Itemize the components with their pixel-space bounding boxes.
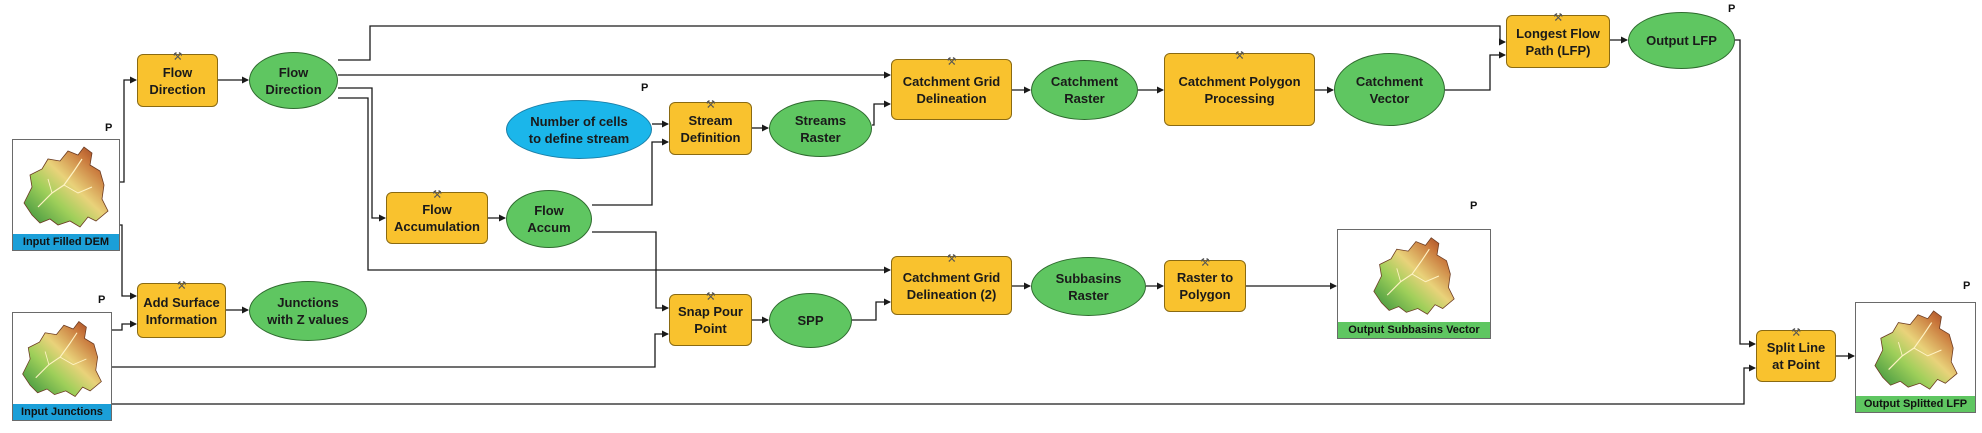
input-filled-dem[interactable]: Input Filled DEM (12, 139, 120, 251)
parameter-marker-icon: P (1728, 3, 1736, 15)
tool-snap-pour-point-label: Snap Pour Point (677, 304, 743, 336)
watershed-dem-icon (13, 313, 111, 404)
watershed-dem-icon (1856, 303, 1975, 396)
tool-raster-to-polygon[interactable]: ⚒ Raster to Polygon (1164, 257, 1246, 312)
parameter-marker-icon: P (1963, 280, 1971, 292)
input-filled-dem-label: Input Filled DEM (13, 234, 119, 250)
connector-flow-direction-to-lfp (338, 25, 1506, 61)
data-spp[interactable]: SPP (769, 293, 852, 348)
data-catchment-vector[interactable]: Catchment Vector (1334, 53, 1445, 126)
tool-flow-direction-label: Flow Direction (149, 64, 206, 97)
hammer-icon: ⚒ (176, 280, 187, 292)
tool-raster-to-polygon-label: Raster to Polygon (1176, 270, 1234, 302)
connector-dem-to-add-surface (120, 224, 137, 300)
connector-flow-accum-to-snap-pour-point (592, 231, 669, 312)
connector-dem-to-flow-direction (120, 76, 137, 183)
data-spp-label: SPP (797, 313, 824, 328)
connector-output-lfp-to-split-line (1735, 39, 1756, 348)
hammer-icon: ⚒ (1234, 50, 1245, 62)
data-catchment-raster[interactable]: Catchment Raster (1031, 60, 1138, 120)
data-flow-accum[interactable]: Flow Accum (506, 190, 592, 248)
hammer-icon: ⚒ (705, 291, 716, 303)
watershed-dem-icon (1338, 230, 1490, 322)
connector-catchment-vector-to-lfp (1445, 51, 1506, 91)
tool-snap-pour-point[interactable]: ⚒ Snap Pour Point (669, 291, 752, 346)
hammer-icon: ⚒ (432, 189, 442, 201)
tool-flow-accumulation[interactable]: ⚒ Flow Accumulation (386, 189, 488, 244)
output-splitted-lfp[interactable]: Output Splitted LFP (1855, 302, 1976, 413)
watershed-dem-icon (13, 140, 119, 234)
tool-catchment-grid-delineation-label: Catchment Grid Delineation (902, 73, 1001, 106)
data-catchment-vector-label: Catchment Vector (1355, 73, 1424, 106)
tool-split-line-at-point-label: Split Line at Point (1766, 340, 1826, 372)
connector-flow-accum-to-stream-definition (592, 138, 669, 206)
input-junctions[interactable]: Input Junctions (12, 312, 112, 421)
hammer-icon: ⚒ (1553, 12, 1563, 24)
tool-add-surface-information[interactable]: ⚒ Add Surface Information (137, 280, 226, 338)
connector-junctions-to-snap-pour-point (112, 330, 669, 368)
input-number-of-cells[interactable]: Number of cells to define stream (506, 100, 652, 159)
data-streams-raster[interactable]: Streams Raster (769, 100, 872, 157)
hammer-icon: ⚒ (1791, 327, 1801, 339)
hammer-icon: ⚒ (705, 99, 716, 111)
tool-longest-flow-path-label: Longest Flow Path (LFP) (1516, 25, 1600, 58)
hammer-icon: ⚒ (172, 51, 183, 63)
connector-flow-direction-to-catchment-grid-2 (338, 97, 891, 274)
tool-split-line-at-point[interactable]: ⚒ Split Line at Point (1756, 327, 1836, 382)
data-junctions-with-z-values-label: Junctions with Z values (267, 295, 349, 327)
data-flow-accum-label: Flow Accum (527, 203, 571, 235)
data-junctions-with-z-values[interactable]: Junctions with Z values (249, 281, 367, 341)
tool-catchment-grid-delineation[interactable]: ⚒ Catchment Grid Delineation (891, 56, 1012, 120)
connector-junctions-to-split-line (112, 364, 1756, 405)
tool-catchment-polygon-processing-label: Catchment Polygon Processing (1178, 73, 1301, 106)
connector-junctions-to-add-surface (112, 320, 137, 331)
hammer-icon: ⚒ (946, 56, 957, 68)
data-flow-direction[interactable]: Flow Direction (249, 52, 338, 109)
tool-catchment-grid-delineation-2-label: Catchment Grid Delineation (2) (902, 269, 1001, 302)
parameter-marker-icon: P (105, 122, 113, 134)
connector-streams-raster-to-catchment-grid (872, 100, 891, 126)
data-streams-raster-label: Streams Raster (794, 112, 847, 145)
parameter-marker-icon: P (98, 294, 106, 306)
data-catchment-raster-label: Catchment Raster (1050, 74, 1119, 106)
tool-stream-definition[interactable]: ⚒ Stream Definition (669, 99, 752, 155)
tool-flow-direction[interactable]: ⚒ Flow Direction (137, 51, 218, 107)
connector-spp-to-catchment-grid-2 (852, 298, 891, 321)
output-splitted-lfp-label: Output Splitted LFP (1856, 396, 1975, 412)
output-subbasins-vector[interactable]: Output Subbasins Vector (1337, 229, 1491, 339)
tool-longest-flow-path[interactable]: ⚒ Longest Flow Path (LFP) (1506, 12, 1610, 68)
output-subbasins-vector-label: Output Subbasins Vector (1338, 322, 1490, 338)
input-number-of-cells-label: Number of cells to define stream (528, 113, 630, 146)
tool-catchment-grid-delineation-2[interactable]: ⚒ Catchment Grid Delineation (2) (891, 253, 1012, 315)
hammer-icon: ⚒ (1200, 257, 1210, 269)
data-output-lfp[interactable]: Output LFP (1628, 12, 1735, 69)
data-subbasins-raster-label: Subbasins Raster (1055, 270, 1122, 303)
tool-add-surface-information-label: Add Surface Information (143, 294, 220, 327)
parameter-marker-icon: P (641, 82, 649, 94)
tool-stream-definition-label: Stream Definition (680, 112, 741, 145)
connector-flow-direction-to-flow-accumulation (338, 87, 386, 222)
tool-catchment-polygon-processing[interactable]: ⚒ Catchment Polygon Processing (1164, 50, 1315, 126)
data-output-lfp-label: Output LFP (1646, 33, 1717, 48)
hammer-icon: ⚒ (946, 253, 957, 265)
data-flow-direction-label: Flow Direction (265, 64, 322, 97)
tool-flow-accumulation-label: Flow Accumulation (394, 202, 480, 234)
input-junctions-label: Input Junctions (13, 404, 111, 420)
data-subbasins-raster[interactable]: Subbasins Raster (1031, 257, 1146, 316)
parameter-marker-icon: P (1470, 200, 1478, 212)
